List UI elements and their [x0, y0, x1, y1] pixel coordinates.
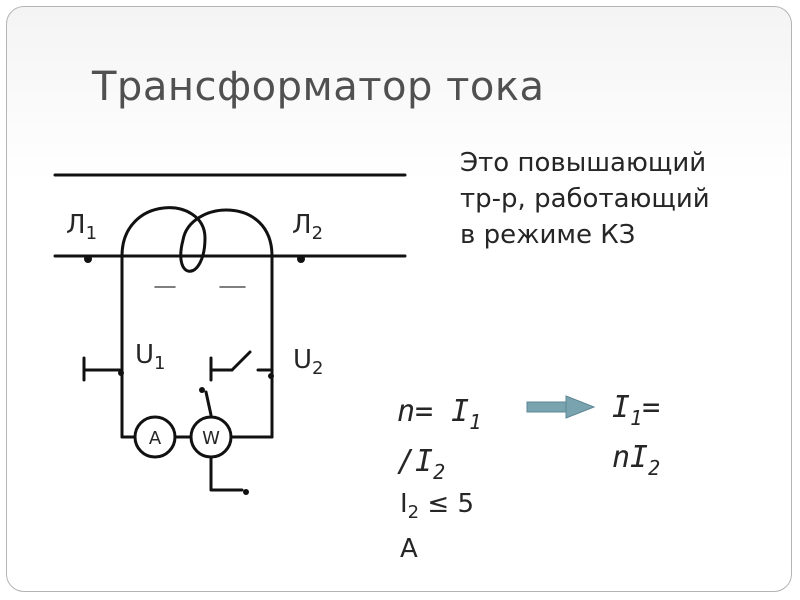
l1-dot [84, 255, 92, 263]
ratio-formula: n= I1 /I2 [397, 392, 481, 492]
ammeter-circle [133, 415, 177, 459]
condition-line-1: I2 ≤ 5 [400, 489, 474, 523]
description-line-3: в режиме КЗ [460, 220, 636, 250]
label-u1: U1 [135, 340, 166, 374]
wattmeter-circle [189, 415, 233, 459]
wattmeter-label: W [202, 428, 220, 449]
slide-frame [6, 6, 792, 592]
u1-dot [118, 370, 124, 376]
result-arrow [526, 395, 596, 419]
ratio-line-2: /I2 [397, 444, 446, 484]
description-line-1: Это повышающий [460, 148, 707, 178]
label-u2: U2 [293, 345, 324, 379]
description-line-2: тр-р, работающий [460, 184, 710, 214]
condition-line-2: A [400, 534, 418, 564]
ammeter-label: A [149, 428, 162, 449]
ratio-line-1: n= I1 [397, 394, 482, 434]
u2-switch-blade [230, 350, 252, 372]
wattmeter-bottom-lead [209, 456, 244, 492]
result-line-2: nI2 [612, 440, 661, 480]
result-line-1: I1= [612, 390, 661, 430]
description: Это повышающий тр-р, работающий в режиме… [460, 145, 780, 253]
current-condition: I2 ≤ 5 A [400, 486, 474, 567]
label-l1: Л1 [66, 210, 98, 244]
u2-dot [268, 373, 274, 379]
l2-dot [297, 255, 305, 263]
primary-coil [120, 206, 274, 273]
slide-title: Трансформатор тока [92, 64, 545, 110]
wattmeter-lead-dot [199, 387, 205, 393]
wattmeter-voltage-lead [204, 390, 213, 417]
result-formula: I1= nI2 [612, 388, 660, 488]
label-l2: Л2 [292, 210, 324, 244]
wattmeter-bottom-dot [243, 489, 249, 495]
